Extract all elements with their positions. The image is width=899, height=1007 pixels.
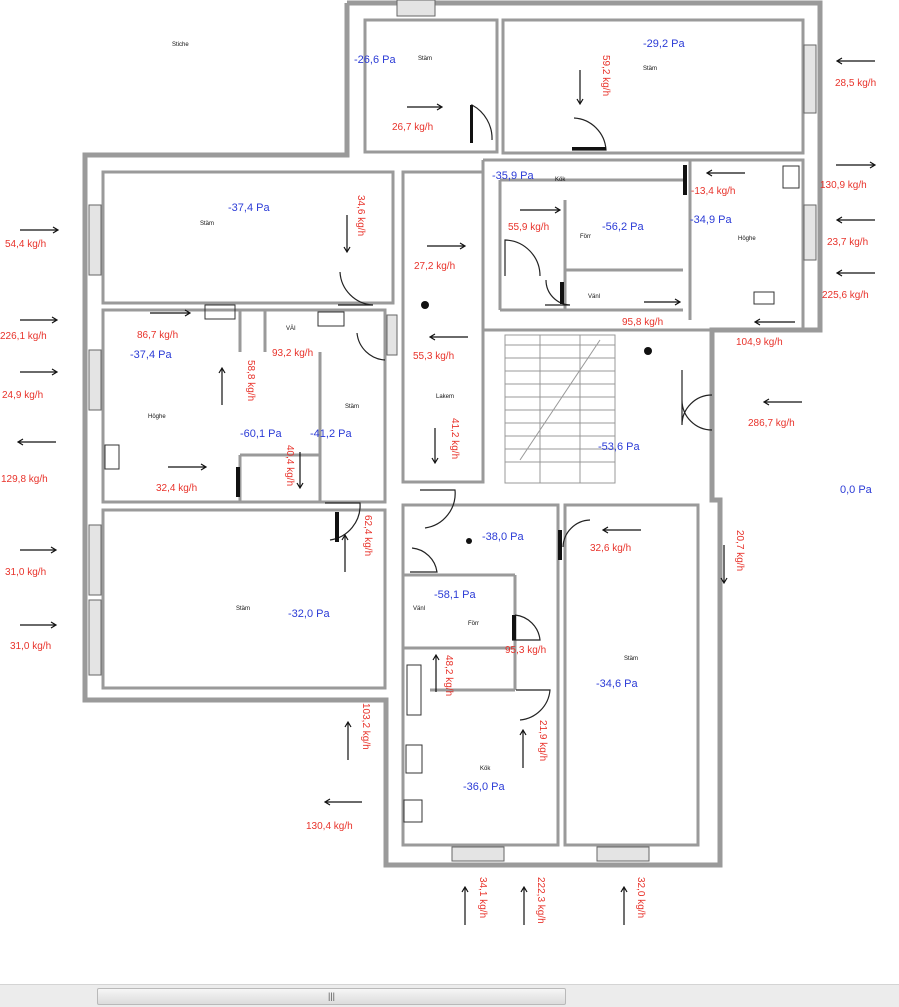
room-label: Stäm [643, 66, 657, 72]
room-label: Vänl [413, 606, 425, 612]
room-label: Höghe [738, 236, 756, 242]
flow-label: 58,8 kg/h [245, 360, 256, 401]
room-label: Kök [555, 177, 566, 183]
room-label: Förr [468, 621, 479, 627]
floor-plan-canvas: Stiche -26,6 Pa Stäm 26,7 kg/h -29,2 Pa … [0, 0, 877, 925]
pressure-label: -56,2 Pa [602, 221, 644, 233]
flow-label: 54,4 kg/h [5, 239, 46, 250]
flow-label: 32,0 kg/h [635, 877, 646, 918]
flow-label: 40,4 kg/h [284, 445, 295, 486]
flow-label: 129,8 kg/h [1, 474, 48, 485]
pressure-label: -60,1 Pa [240, 428, 282, 440]
flow-label: 31,0 kg/h [10, 641, 51, 652]
room-label: VÄI [286, 325, 296, 332]
plan-labels: Stiche -26,6 Pa Stäm 26,7 kg/h -29,2 Pa … [0, 38, 876, 924]
flow-label: 222,3 kg/h [535, 877, 546, 924]
room-label: Stäm [236, 606, 250, 612]
flow-label: 20,7 kg/h [734, 530, 745, 571]
horizontal-scrollbar[interactable]: ||| [0, 984, 899, 1007]
flow-label: 226,1 kg/h [0, 331, 47, 342]
flow-label: 93,2 kg/h [272, 348, 313, 359]
flow-label: 104,9 kg/h [736, 337, 783, 348]
room-label: Lakem [436, 394, 454, 400]
pressure-label: -53,6 Pa [598, 441, 640, 453]
flow-label: 48,2 kg/h [443, 655, 454, 696]
pressure-label: -58,1 Pa [434, 589, 476, 601]
flow-label: 23,7 kg/h [827, 237, 868, 248]
room-label: Förr [580, 234, 591, 240]
flow-label: 62,4 kg/h [362, 515, 373, 556]
flow-label: 225,6 kg/h [822, 290, 869, 301]
flow-label: 41,2 kg/h [449, 418, 460, 459]
pressure-label: -35,9 Pa [492, 170, 534, 182]
room-label: Kök [480, 766, 491, 772]
flow-label: 103,2 kg/h [360, 703, 371, 750]
pressure-label: -26,6 Pa [354, 54, 396, 66]
flow-label: 130,4 kg/h [306, 821, 353, 832]
scrollbar-thumb[interactable]: ||| [97, 988, 566, 1005]
pressure-label: -32,0 Pa [288, 608, 330, 620]
door-leaves [236, 105, 687, 640]
flow-label: 21,9 kg/h [537, 720, 548, 761]
pressure-label: -34,6 Pa [596, 678, 638, 690]
pressure-label: -38,0 Pa [482, 531, 524, 543]
floor-plan: Stiche -26,6 Pa Stäm 26,7 kg/h -29,2 Pa … [0, 0, 877, 925]
flow-label: 55,3 kg/h [413, 351, 454, 362]
pressure-label: -29,2 Pa [643, 38, 685, 50]
flow-label: 27,2 kg/h [414, 261, 455, 272]
stairs [504, 334, 616, 484]
flow-label: 26,7 kg/h [392, 122, 433, 133]
flow-label: 28,5 kg/h [835, 78, 876, 89]
room-label: Stäm [200, 221, 214, 227]
room-label: Stäm [418, 56, 432, 62]
flow-label: -13,4 kg/h [691, 186, 735, 197]
exterior-walls [82, 0, 823, 868]
flow-label: 59,2 kg/h [600, 55, 611, 96]
flow-label: 34,1 kg/h [477, 877, 488, 918]
room-label: Stiche [172, 42, 189, 48]
flow-label: 24,9 kg/h [2, 390, 43, 401]
flow-label: 55,9 kg/h [508, 222, 549, 233]
node-symbols [421, 301, 652, 544]
pressure-label: -36,0 Pa [463, 781, 505, 793]
fixtures [104, 165, 800, 823]
flow-label: 286,7 kg/h [748, 418, 795, 429]
pressure-label: 0,0 Pa [840, 484, 873, 496]
pressure-label: -37,4 Pa [130, 349, 172, 361]
flow-label: 32,6 kg/h [590, 543, 631, 554]
flow-label: 86,7 kg/h [137, 330, 178, 341]
pressure-label: -34,9 Pa [690, 214, 732, 226]
flow-label: 32,4 kg/h [156, 483, 197, 494]
pressure-label: -37,4 Pa [228, 202, 270, 214]
room-label: Höghe [148, 414, 166, 420]
pressure-label: -41,2 Pa [310, 428, 352, 440]
flow-label: 34,6 kg/h [355, 195, 366, 236]
room-label: Stäm [345, 404, 359, 410]
flow-label: 95,3 kg/h [505, 645, 546, 656]
doors [325, 103, 713, 721]
flow-label: 31,0 kg/h [5, 567, 46, 578]
flow-label: 95,8 kg/h [622, 317, 663, 328]
windows [88, 0, 817, 862]
flow-label: 130,9 kg/h [820, 180, 867, 191]
room-label: Vänl [588, 294, 600, 300]
interior-walls [101, 18, 805, 847]
flow-arrows [16, 57, 877, 925]
room-label: Stäm [624, 656, 638, 662]
